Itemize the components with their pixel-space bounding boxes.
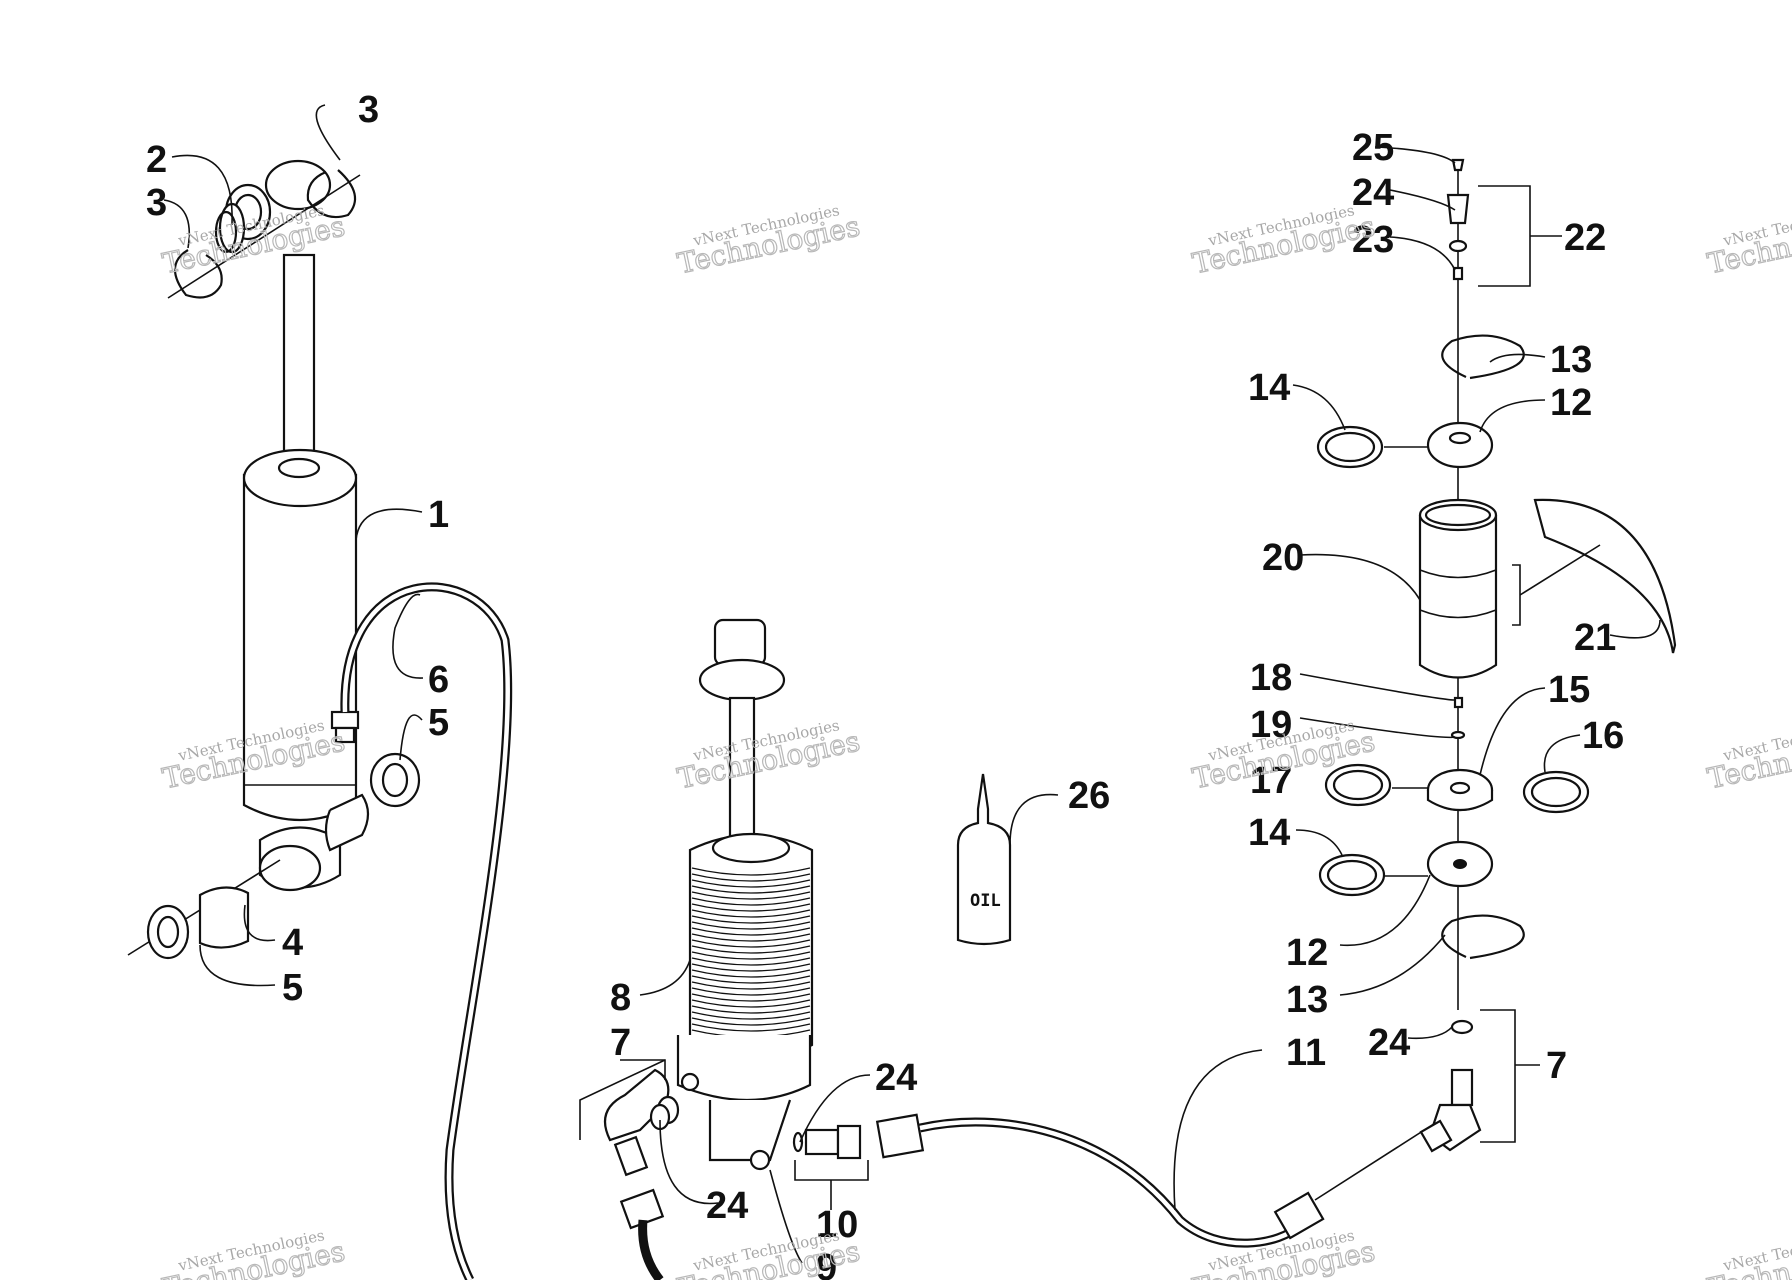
callout-20: 20 xyxy=(1262,537,1304,579)
callout-19: 19 xyxy=(1250,704,1292,746)
oil-bottle: OIL xyxy=(956,773,1012,946)
callout-26: 26 xyxy=(1068,775,1110,817)
callout-12-top: 12 xyxy=(1550,382,1592,424)
callout-3-left: 3 xyxy=(146,182,167,224)
callout-6: 6 xyxy=(428,659,449,701)
callout-14-lower: 14 xyxy=(1248,812,1290,854)
callout-13-top: 13 xyxy=(1550,339,1592,381)
callout-23: 23 xyxy=(1352,219,1394,261)
callout-17: 17 xyxy=(1250,760,1292,802)
callout-16: 16 xyxy=(1582,715,1624,757)
callout-22: 22 xyxy=(1564,217,1606,259)
hose-fitting-and-line xyxy=(792,1113,1441,1248)
elbow-fitting-left xyxy=(603,1068,680,1280)
callout-5-lower: 5 xyxy=(282,967,303,1009)
callout-5-upper: 5 xyxy=(428,702,449,744)
shock-absorber-body xyxy=(167,159,370,892)
callout-14-top: 14 xyxy=(1248,367,1290,409)
exploded-stack xyxy=(1316,158,1677,1153)
oil-label: OIL xyxy=(970,891,1001,911)
callout-7-right: 7 xyxy=(1546,1045,1567,1087)
callout-11: 11 xyxy=(1286,1032,1326,1074)
callout-1: 1 xyxy=(428,494,449,536)
callout-18: 18 xyxy=(1250,657,1292,699)
bushings-lower xyxy=(127,752,421,960)
threads xyxy=(691,867,811,1038)
callout-15: 15 xyxy=(1548,669,1590,711)
callout-21: 21 xyxy=(1574,617,1616,659)
callout-10: 10 xyxy=(816,1204,858,1246)
callout-24-mid-upper: 24 xyxy=(875,1057,917,1099)
callouts: 3 2 3 1 6 5 4 5 8 7 24 9 10 24 26 11 25 … xyxy=(146,89,1624,1280)
leader-lines xyxy=(163,104,1661,1264)
callout-9: 9 xyxy=(816,1247,837,1280)
callout-3-top: 3 xyxy=(358,89,379,131)
reservoir-body xyxy=(676,618,814,1171)
callout-13-lower: 13 xyxy=(1286,979,1328,1021)
callout-12-lower: 12 xyxy=(1286,932,1328,974)
callout-4: 4 xyxy=(282,922,303,964)
callout-25: 25 xyxy=(1352,127,1394,169)
callout-8: 8 xyxy=(610,977,631,1019)
callout-2: 2 xyxy=(146,139,167,181)
callout-24-top: 24 xyxy=(1352,172,1394,214)
callout-24-mid-lower: 24 xyxy=(706,1185,748,1227)
callout-24-right: 24 xyxy=(1368,1022,1410,1064)
callout-7-left: 7 xyxy=(610,1022,631,1064)
